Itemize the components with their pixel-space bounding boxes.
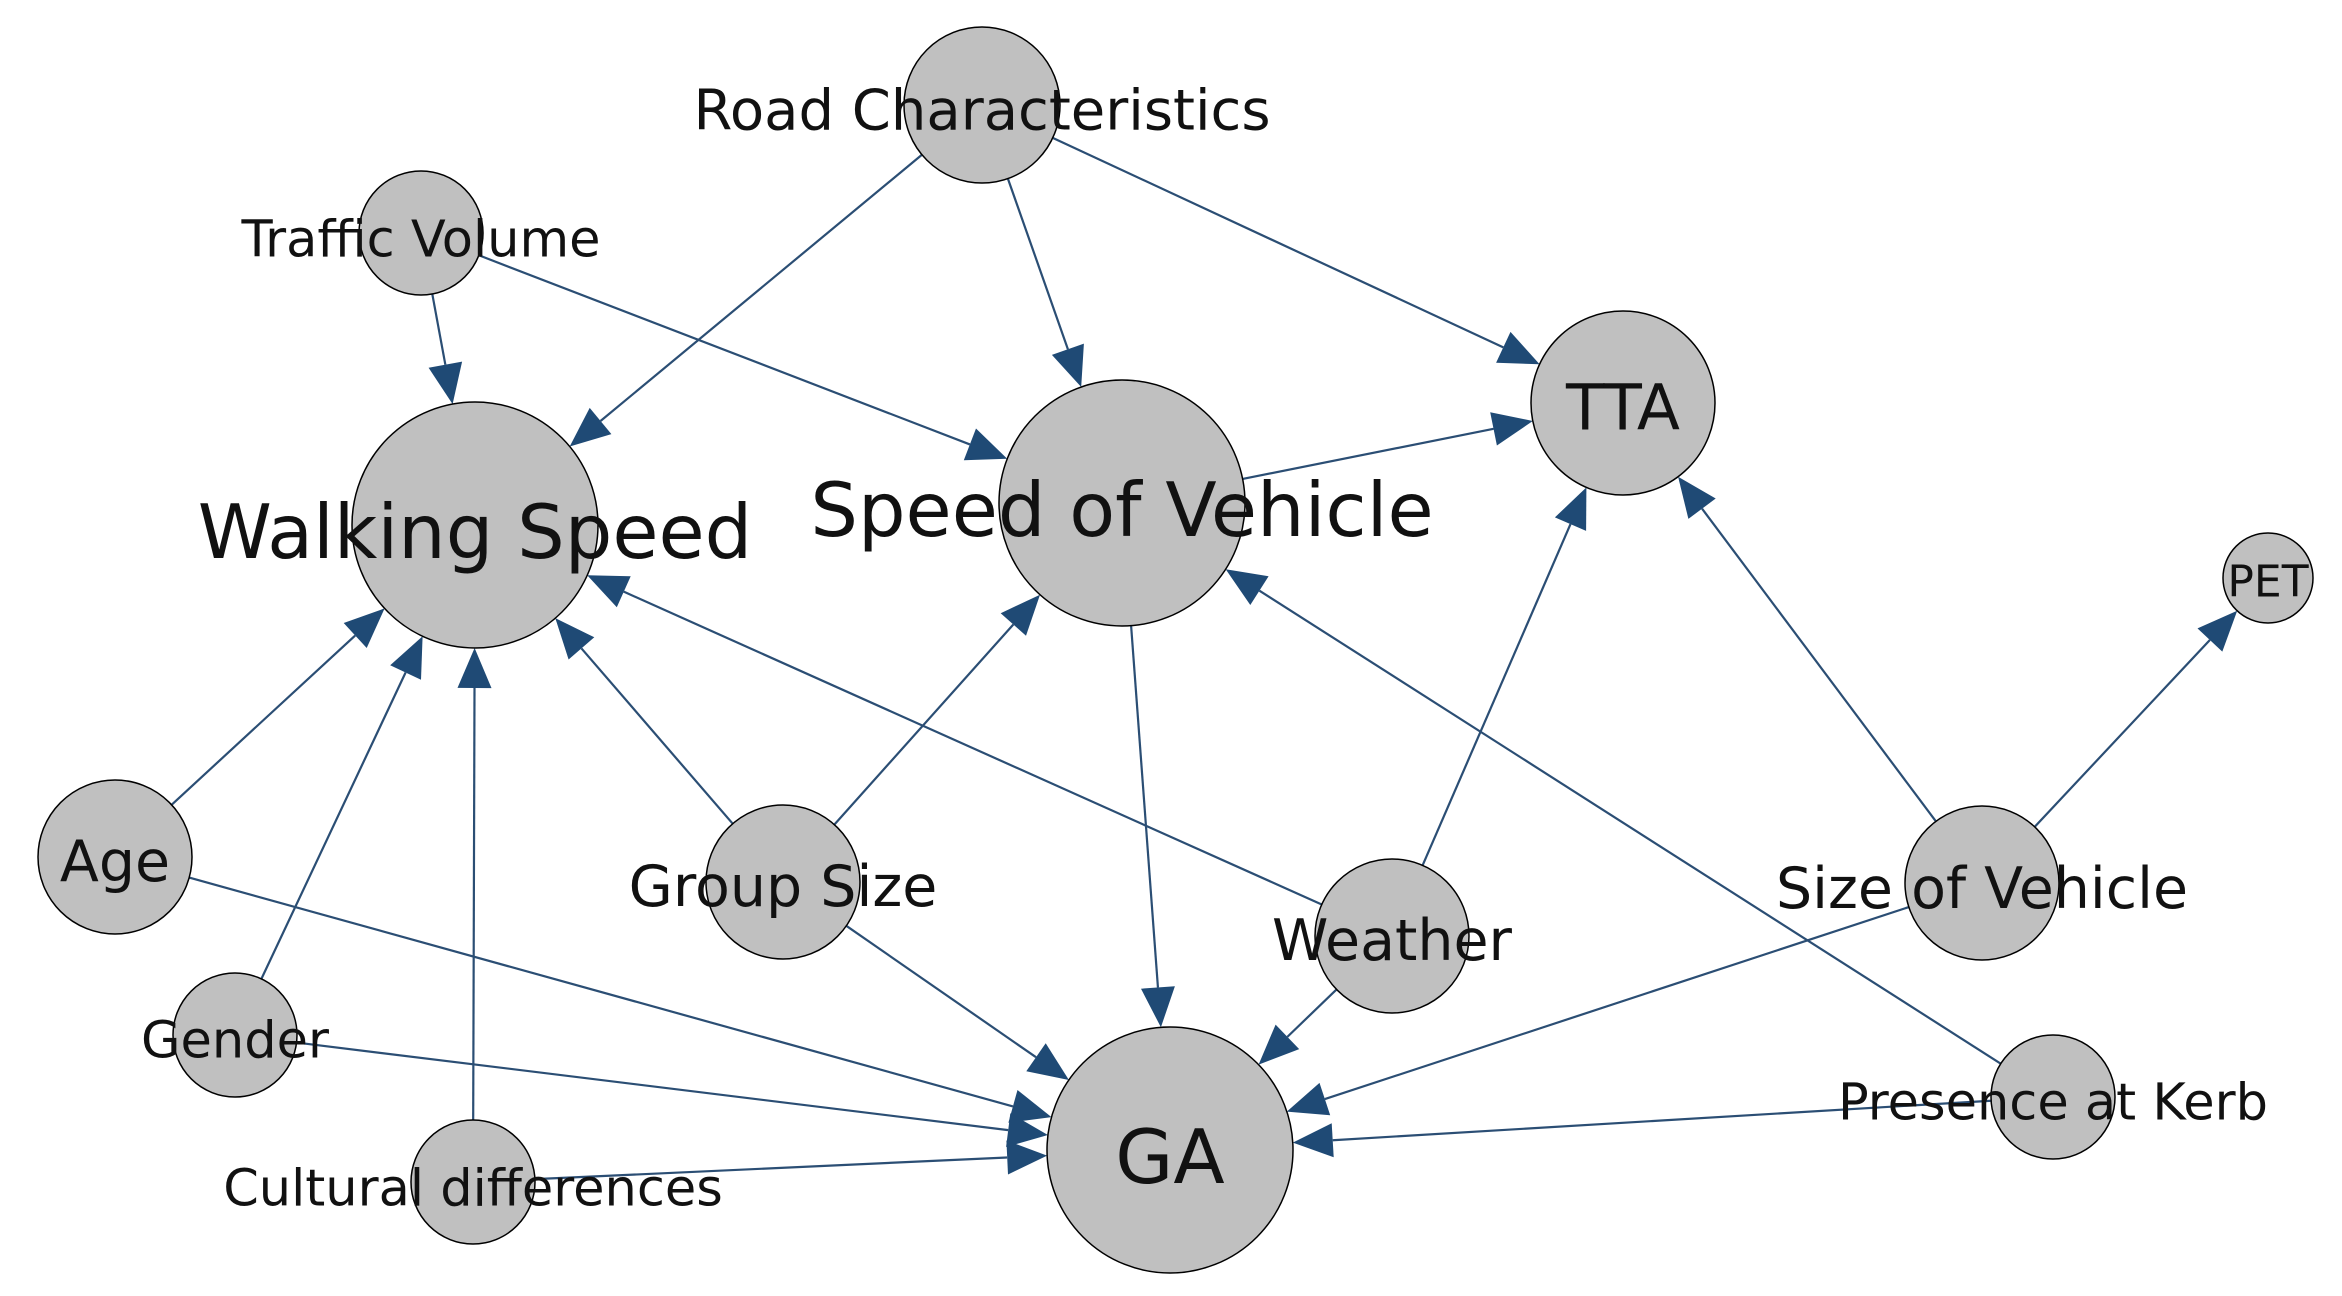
edge-road-to-tta: [1052, 136, 1504, 349]
edge-group-to-ga: [845, 924, 1037, 1059]
arrowhead-kerb-to-ga: [1292, 1123, 1334, 1158]
edge-size-to-ga: [1324, 906, 1910, 1101]
node-speed: [998, 379, 1246, 627]
arrowhead-size-to-ga: [1286, 1082, 1331, 1116]
edge-size-to-tta: [1701, 508, 1937, 822]
arrowhead-traffic-to-walking: [428, 361, 463, 405]
arrowhead-road-to-walking: [569, 407, 612, 447]
edge-road-to-walking: [599, 153, 923, 422]
arrowhead-group-to-speed: [1000, 594, 1040, 636]
node-label-road: Road Characteristics: [693, 79, 1270, 144]
arrowhead-road-to-speed: [1051, 343, 1084, 387]
arrowhead-gender-to-walking: [390, 636, 423, 680]
edge-size-to-pet: [2033, 639, 2211, 828]
arrowhead-traffic-to-speed: [963, 428, 1008, 461]
arrowhead-speed-to-tta: [1490, 412, 1533, 446]
edge-kerb-to-speed: [1258, 589, 2002, 1065]
edge-group-to-walking: [580, 647, 734, 825]
edge-age-to-ga: [188, 876, 1014, 1108]
node-tta: [1530, 310, 1716, 496]
node-cultural: [410, 1119, 536, 1245]
node-label-tta: TTA: [1565, 372, 1680, 445]
node-label-kerb: Presence at Kerb: [1838, 1074, 2268, 1133]
node-label-walking: Walking Speed: [198, 488, 753, 576]
edge-age-to-walking: [170, 634, 356, 806]
node-pet: [2222, 532, 2314, 624]
node-age: [37, 779, 193, 935]
arrowhead-age-to-walking: [343, 608, 385, 648]
edge-speed-to-ga: [1130, 625, 1160, 988]
arrowhead-cultural-to-walking: [457, 648, 492, 689]
node-walking: [351, 401, 599, 649]
arrowhead-group-to-walking: [555, 618, 595, 660]
arrowhead-road-to-tta: [1496, 331, 1540, 365]
edge-road-to-speed: [1006, 178, 1069, 350]
arrowhead-weather-to-ga: [1258, 1024, 1300, 1065]
edge-speed-to-tta: [1242, 427, 1494, 481]
edge-group-to-speed: [833, 623, 1015, 826]
edges-layer: [170, 136, 2238, 1181]
node-label-size: Size of Vehicle: [1776, 856, 2188, 922]
edge-cultural-to-walking: [472, 687, 476, 1121]
arrowhead-size-to-pet: [2197, 610, 2238, 652]
nodes-layer: [37, 26, 2314, 1274]
node-label-group: Group Size: [629, 854, 938, 920]
arrowhead-weather-to-tta: [1554, 487, 1587, 531]
node-kerb: [1990, 1034, 2116, 1160]
arrowhead-weather-to-walking: [587, 575, 631, 608]
node-road: [903, 26, 1061, 184]
edge-traffic-to-walking: [431, 293, 447, 365]
arrowhead-speed-to-ga: [1141, 986, 1175, 1028]
arrowhead-kerb-to-speed: [1225, 569, 1269, 605]
edge-weather-to-walking: [623, 590, 1323, 906]
arrowhead-age-to-ga: [1008, 1090, 1052, 1123]
arrowhead-cultural-to-ga: [1006, 1140, 1048, 1175]
node-label-ga: GA: [1115, 1113, 1224, 1201]
arrowhead-size-to-tta: [1678, 476, 1716, 519]
edge-kerb-to-ga: [1332, 1099, 1992, 1142]
node-group: [705, 804, 861, 960]
node-weather: [1314, 858, 1470, 1014]
node-label-pet: PET: [2227, 557, 2308, 608]
edge-cultural-to-ga: [534, 1156, 1008, 1181]
edge-traffic-to-speed: [478, 254, 971, 446]
arrowhead-gender-to-ga: [1006, 1113, 1048, 1147]
node-gender: [172, 972, 298, 1098]
edge-gender-to-ga: [296, 1041, 1009, 1132]
node-ga: [1046, 1026, 1294, 1274]
node-size: [1904, 805, 2060, 961]
node-label-speed: Speed of Vehicle: [810, 466, 1433, 554]
node-label-cultural: Cultural differences: [223, 1160, 723, 1219]
edge-weather-to-ga: [1286, 988, 1338, 1038]
node-label-traffic: Traffic Volume: [240, 211, 600, 270]
edge-gender-to-walking: [260, 672, 407, 980]
arrowhead-group-to-ga: [1026, 1043, 1069, 1080]
node-label-weather: Weather: [1272, 908, 1513, 974]
edge-weather-to-tta: [1421, 523, 1572, 866]
node-traffic: [358, 170, 484, 296]
node-label-gender: Gender: [141, 1012, 329, 1071]
node-label-age: Age: [60, 829, 170, 895]
